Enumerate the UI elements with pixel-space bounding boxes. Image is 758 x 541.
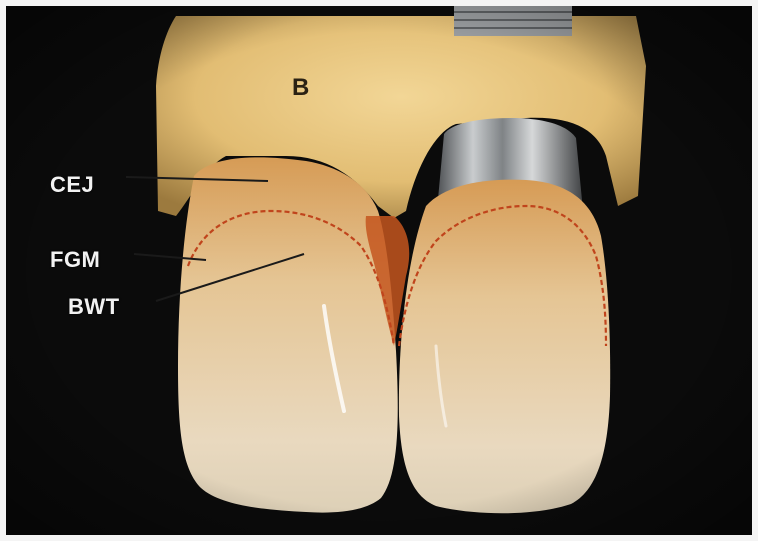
label-fgm: FGM	[50, 249, 100, 271]
label-bone: B	[292, 76, 310, 100]
dental-model-illustration	[6, 6, 752, 535]
vignette	[6, 6, 752, 535]
label-cej: CEJ	[50, 174, 94, 196]
label-bwt: BWT	[68, 296, 120, 318]
